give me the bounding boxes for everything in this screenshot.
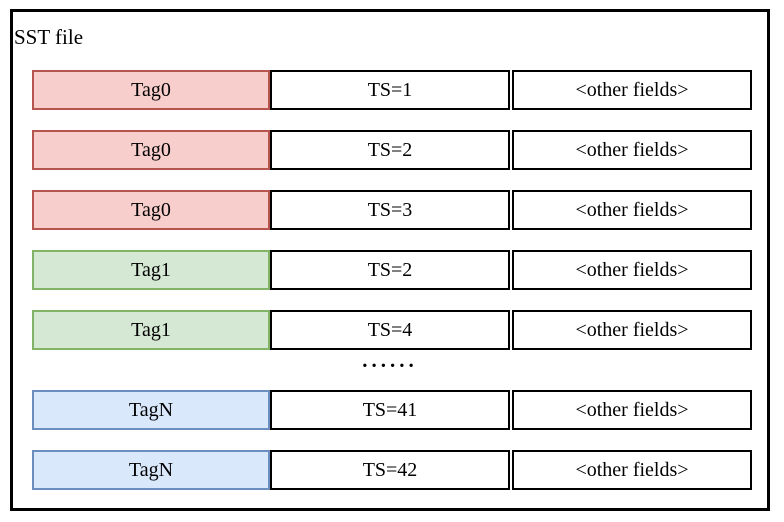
other-fields-cell: <other fields> (512, 390, 752, 430)
other-fields-cell: <other fields> (512, 190, 752, 230)
record-row: Tag0 TS=1 <other fields> (32, 70, 752, 110)
tag-cell: Tag1 (32, 310, 270, 350)
other-fields-cell: <other fields> (512, 70, 752, 110)
tag-cell: Tag0 (32, 70, 270, 110)
timestamp-cell: TS=42 (270, 450, 510, 490)
record-row: Tag1 TS=4 <other fields> (32, 310, 752, 350)
timestamp-cell: TS=3 (270, 190, 510, 230)
timestamp-cell: TS=1 (270, 70, 510, 110)
timestamp-cell: TS=2 (270, 130, 510, 170)
record-row: TagN TS=42 <other fields> (32, 450, 752, 490)
timestamp-cell: TS=2 (270, 250, 510, 290)
sst-file-label: SST file (14, 25, 84, 49)
tag-cell: TagN (32, 390, 270, 430)
record-row: Tag1 TS=2 <other fields> (32, 250, 752, 290)
other-fields-cell: <other fields> (512, 250, 752, 290)
record-row: Tag0 TS=2 <other fields> (32, 130, 752, 170)
other-fields-cell: <other fields> (512, 130, 752, 170)
timestamp-cell: TS=4 (270, 310, 510, 350)
tag-cell: Tag1 (32, 250, 270, 290)
other-fields-cell: <other fields> (512, 310, 752, 350)
record-row: Tag0 TS=3 <other fields> (32, 190, 752, 230)
record-row: TagN TS=41 <other fields> (32, 390, 752, 430)
ellipsis: ...... (362, 347, 418, 372)
tag-cell: TagN (32, 450, 270, 490)
other-fields-cell: <other fields> (512, 450, 752, 490)
timestamp-cell: TS=41 (270, 390, 510, 430)
tag-cell: Tag0 (32, 190, 270, 230)
tag-cell: Tag0 (32, 130, 270, 170)
